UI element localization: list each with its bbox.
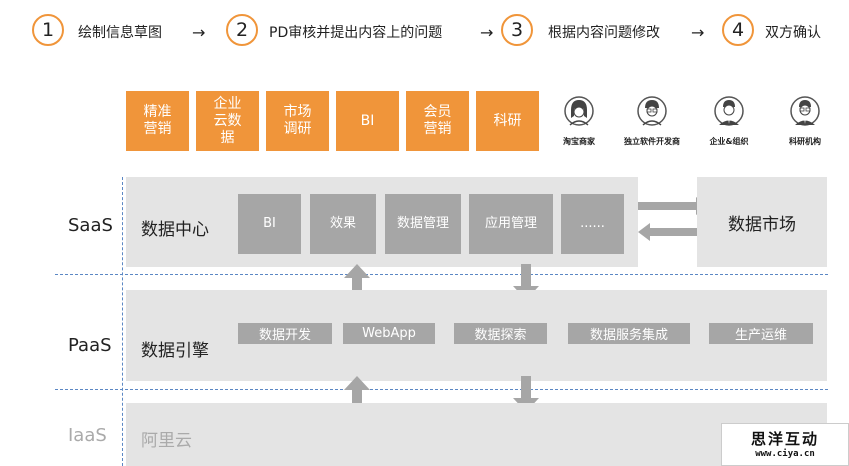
chip-label: 数据探索 <box>474 328 527 343</box>
saas-layer-title: 数据中心 <box>141 220 209 240</box>
paas-chip-production-ops: 生产运维 <box>709 323 813 344</box>
persona-label: 科研机构 <box>789 137 821 146</box>
watermark-logo: 思洋互动 www.ciya.cn <box>721 423 849 466</box>
module-label: BI <box>263 216 276 231</box>
step-4-number: 4 <box>731 19 745 41</box>
arrow-up-icon <box>344 376 370 412</box>
exchange-arrows-icon <box>638 197 708 241</box>
watermark-url: www.ciya.cn <box>755 449 815 459</box>
layer-divider-saas-paas <box>55 274 828 275</box>
persona-label: 企业&组织 <box>709 137 749 146</box>
persona-label: 独立软件开发商 <box>624 137 680 146</box>
data-market-panel: 数据市场 <box>697 177 827 267</box>
saas-module-data-management: 数据管理 <box>385 194 461 254</box>
step-2-label: PD审核并提出内容上的问题 <box>269 25 443 41</box>
step-2-number: 2 <box>235 19 249 41</box>
step-3-label: 根据内容问题修改 <box>548 25 660 41</box>
saas-module-more: ...... <box>561 194 624 254</box>
persona-research-institute: 科研机构 <box>765 96 845 147</box>
app-block-research: 科研 <box>476 91 539 151</box>
step-4-label: 双方确认 <box>765 25 821 41</box>
app-block-enterprise-cloud-data: 企业云数据 <box>196 91 259 151</box>
app-label: 市场调研 <box>283 104 312 137</box>
step-arrow-3: → <box>691 23 705 42</box>
step-arrow-2: → <box>480 23 494 42</box>
step-1-label: 绘制信息草图 <box>78 25 162 41</box>
arrow-up-icon <box>344 264 370 300</box>
paas-chip-data-exploration: 数据探索 <box>454 323 547 344</box>
saas-module-app-management: 应用管理 <box>469 194 553 254</box>
paas-layer-title: 数据引擎 <box>141 341 209 361</box>
developer-user-icon <box>637 96 667 126</box>
module-label: 效果 <box>329 216 356 231</box>
chip-label: 生产运维 <box>734 328 787 343</box>
persona-label: 淘宝商家 <box>563 137 595 146</box>
persona-enterprise: 企业&组织 <box>689 96 769 147</box>
layer-divider-vertical <box>122 177 123 466</box>
step-2-circle: 2 <box>226 14 258 46</box>
app-label: 企业云数据 <box>213 95 242 146</box>
app-label: 精准营销 <box>143 104 172 137</box>
persona-taobao-merchant: 淘宝商家 <box>539 96 619 147</box>
module-label: 数据管理 <box>397 216 450 231</box>
iaas-layer-title: 阿里云 <box>141 431 192 451</box>
saas-module-bi: BI <box>238 194 301 254</box>
chip-label: 数据开发 <box>258 328 311 343</box>
app-label: BI <box>360 112 375 129</box>
app-label: 会员营销 <box>423 104 452 137</box>
saas-module-effect: 效果 <box>310 194 376 254</box>
step-4-circle: 4 <box>722 14 754 46</box>
saas-layer-name: SaaS <box>68 215 113 236</box>
step-1-circle: 1 <box>32 14 64 46</box>
watermark-title: 思洋互动 <box>750 430 819 448</box>
step-1-number: 1 <box>41 19 55 41</box>
app-label: 科研 <box>493 112 522 129</box>
paas-layer-name: PaaS <box>68 335 112 356</box>
paas-chip-webapp: WebApp <box>343 323 435 344</box>
layer-divider-paas-iaas <box>55 389 828 390</box>
female-user-icon <box>564 96 594 126</box>
paas-chip-data-development: 数据开发 <box>238 323 332 344</box>
businessman-icon <box>714 96 744 126</box>
step-3-number: 3 <box>510 19 524 41</box>
iaas-layer-panel <box>126 403 827 466</box>
chip-label: 数据服务集成 <box>589 328 668 343</box>
researcher-icon <box>790 96 820 126</box>
app-block-precision-marketing: 精准营销 <box>126 91 189 151</box>
module-label: ...... <box>580 216 605 231</box>
app-block-member-marketing: 会员营销 <box>406 91 469 151</box>
iaas-layer-name: IaaS <box>68 425 107 446</box>
step-3-circle: 3 <box>501 14 533 46</box>
chip-label: WebApp <box>362 326 416 341</box>
paas-chip-data-service-integration: 数据服务集成 <box>568 323 690 344</box>
app-block-bi: BI <box>336 91 399 151</box>
step-arrow-1: → <box>192 23 206 42</box>
data-market-label: 数据市场 <box>728 214 796 235</box>
app-block-market-research: 市场调研 <box>266 91 329 151</box>
module-label: 应用管理 <box>484 216 537 231</box>
persona-isv: 独立软件开发商 <box>612 96 692 147</box>
